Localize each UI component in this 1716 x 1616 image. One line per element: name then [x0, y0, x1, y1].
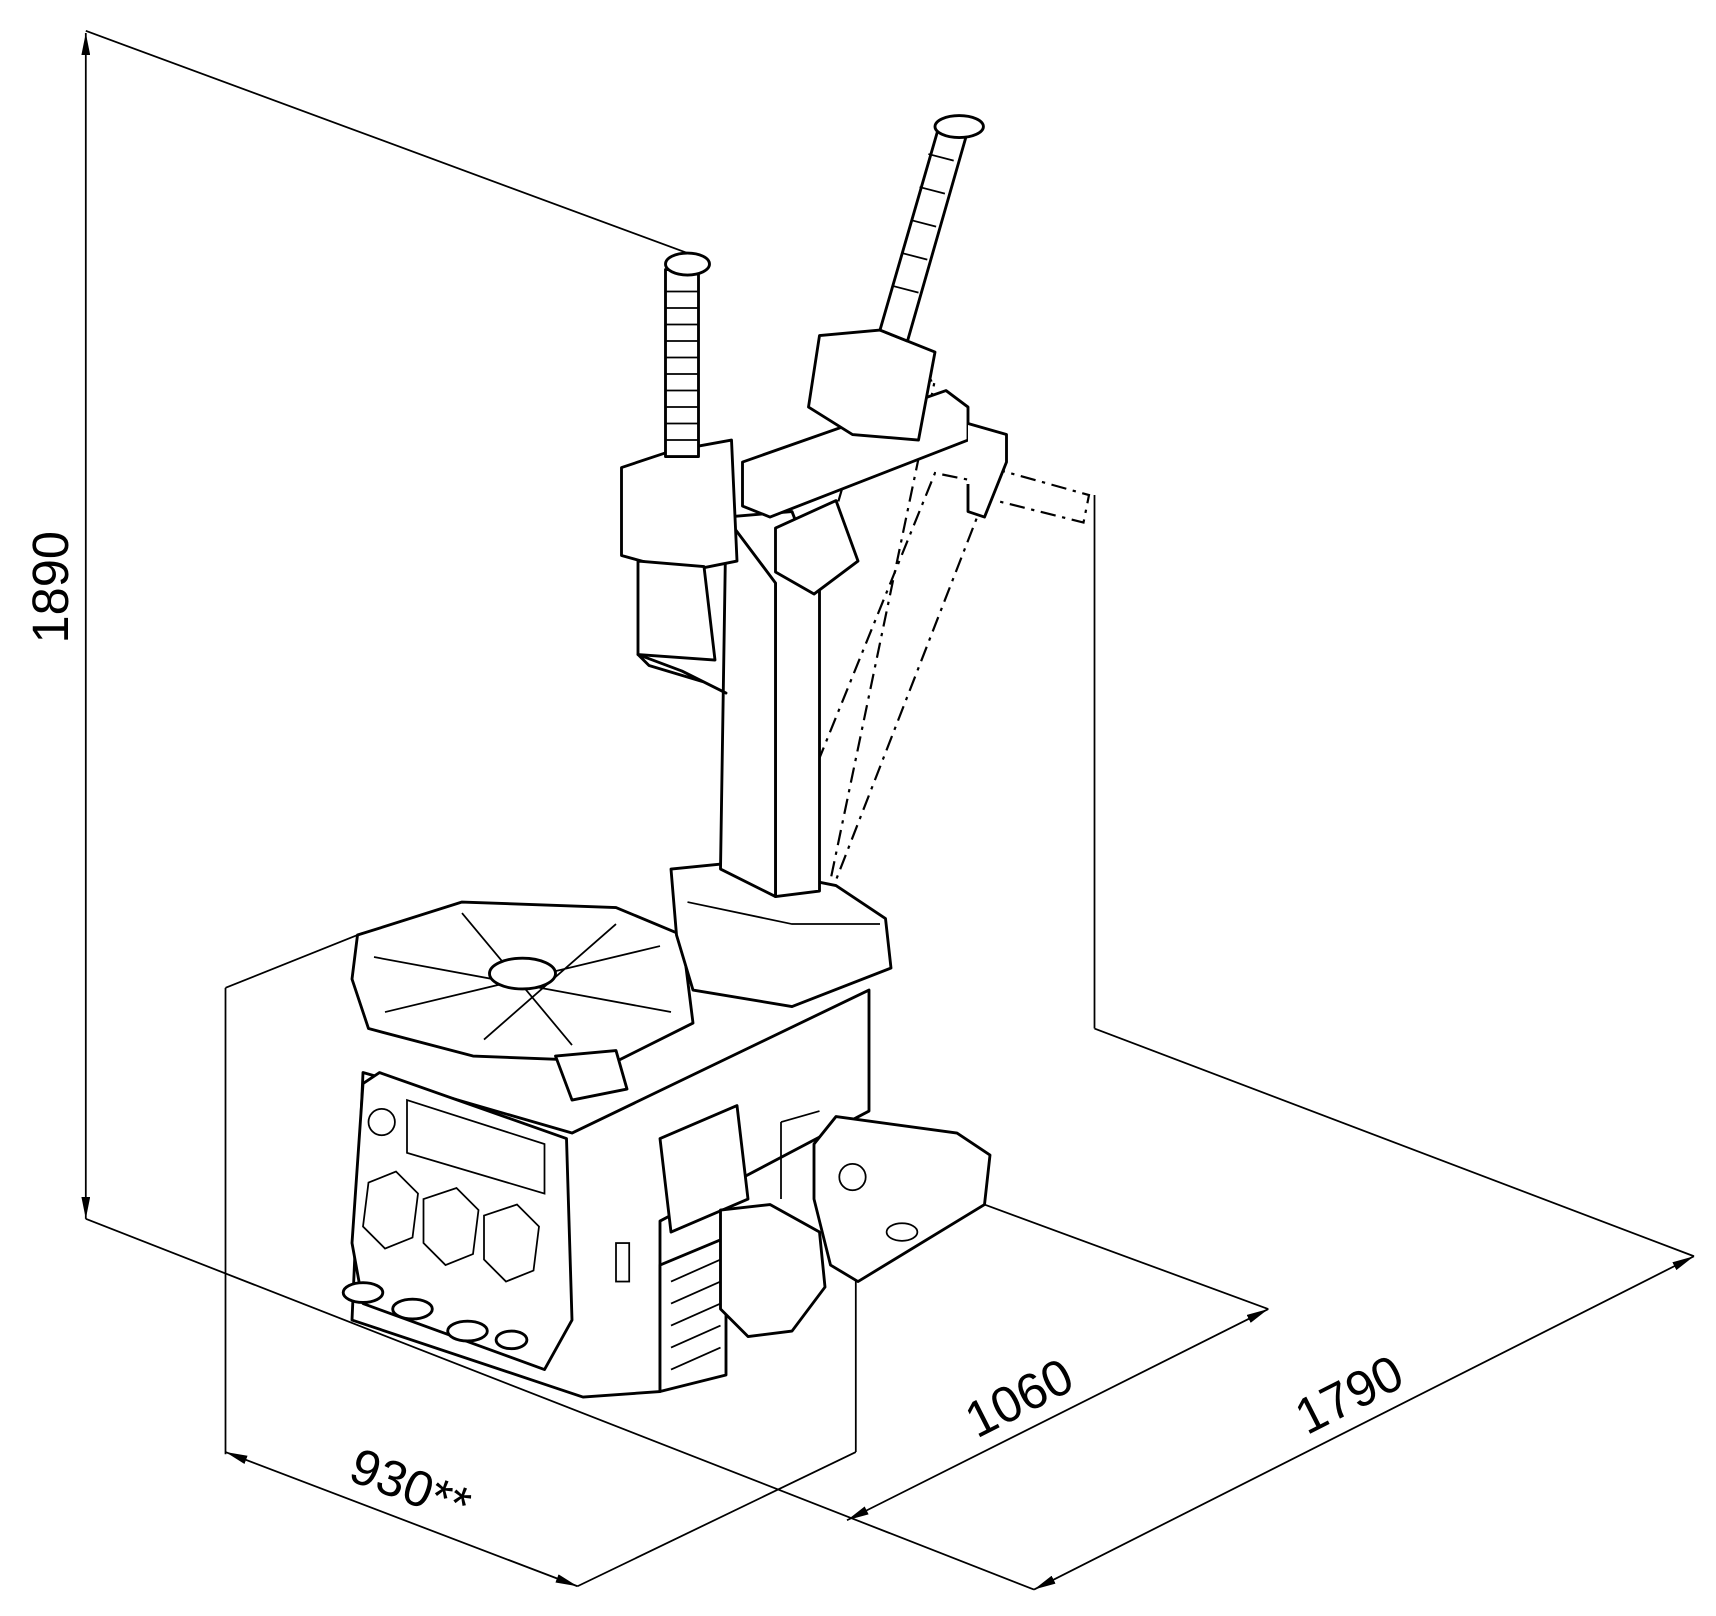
mount-head-right [774, 114, 985, 596]
turntable [350, 900, 695, 1102]
depth-dimension: 1060 [846, 1203, 1269, 1522]
base-extension-line [85, 1218, 1035, 1591]
tire-changer-machine [341, 114, 1091, 1399]
pedals [341, 1281, 529, 1351]
width-label: 930** [343, 1437, 479, 1535]
mount-head-left [620, 251, 739, 695]
height-label: 1890 [22, 531, 79, 644]
height-dimension: 1890 [22, 30, 688, 1219]
bead-breaker [719, 1110, 992, 1338]
max-depth-dimension: 1790 [1033, 495, 1695, 1591]
